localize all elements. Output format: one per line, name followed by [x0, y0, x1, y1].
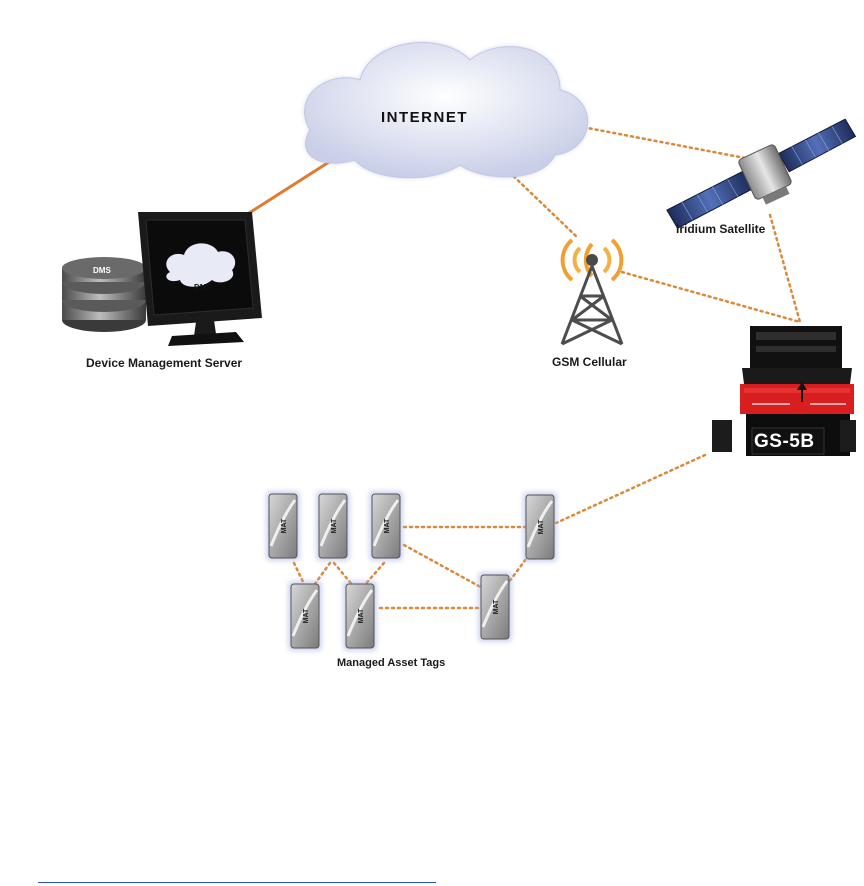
mat-group-label: Managed Asset Tags — [337, 657, 445, 669]
link-gsm-gateway — [622, 272, 800, 322]
managed-asset-tags: MAT MAT MAT MAT MAT MAT MAT — [266, 491, 557, 651]
mat-tag-label: MAT — [358, 608, 365, 623]
footnote-rule — [38, 882, 436, 883]
mat-tag: MAT — [343, 581, 377, 651]
link-tag3-tag7 — [404, 545, 486, 590]
internet-label: INTERNET — [381, 109, 468, 126]
satellite-label: Iridium Satellite — [676, 222, 765, 236]
mat-tag: MAT — [523, 492, 557, 562]
link-satellite-gateway — [770, 215, 800, 322]
mat-tag-label: MAT — [331, 518, 338, 533]
mat-tag: MAT — [316, 491, 350, 561]
dms-monitor-icon — [138, 212, 262, 346]
mat-tag: MAT — [288, 581, 322, 651]
mat-tag-label: MAT — [493, 599, 500, 614]
link-gateway-tags — [556, 455, 705, 523]
mat-tag-label: MAT — [538, 519, 545, 534]
gsm-label: GSM Cellular — [552, 355, 627, 369]
mat-tag: MAT — [266, 491, 300, 561]
mat-tag-label: MAT — [384, 518, 391, 533]
mat-tag: MAT — [478, 572, 512, 642]
gsm-tower-icon — [562, 240, 622, 344]
dms-screen-label: DMS — [194, 283, 212, 292]
mat-tag-label: MAT — [281, 518, 288, 533]
mat-tag-label: MAT — [303, 608, 310, 623]
dms-label: Device Management Server — [86, 356, 242, 370]
gateway-label: GS-5B — [754, 431, 815, 453]
dms-database-label: DMS — [93, 266, 111, 275]
wired-link-dms-internet — [246, 155, 340, 215]
link-internet-satellite — [572, 125, 745, 158]
link-internet-gsm — [505, 168, 578, 238]
mat-tag: MAT — [369, 491, 403, 561]
